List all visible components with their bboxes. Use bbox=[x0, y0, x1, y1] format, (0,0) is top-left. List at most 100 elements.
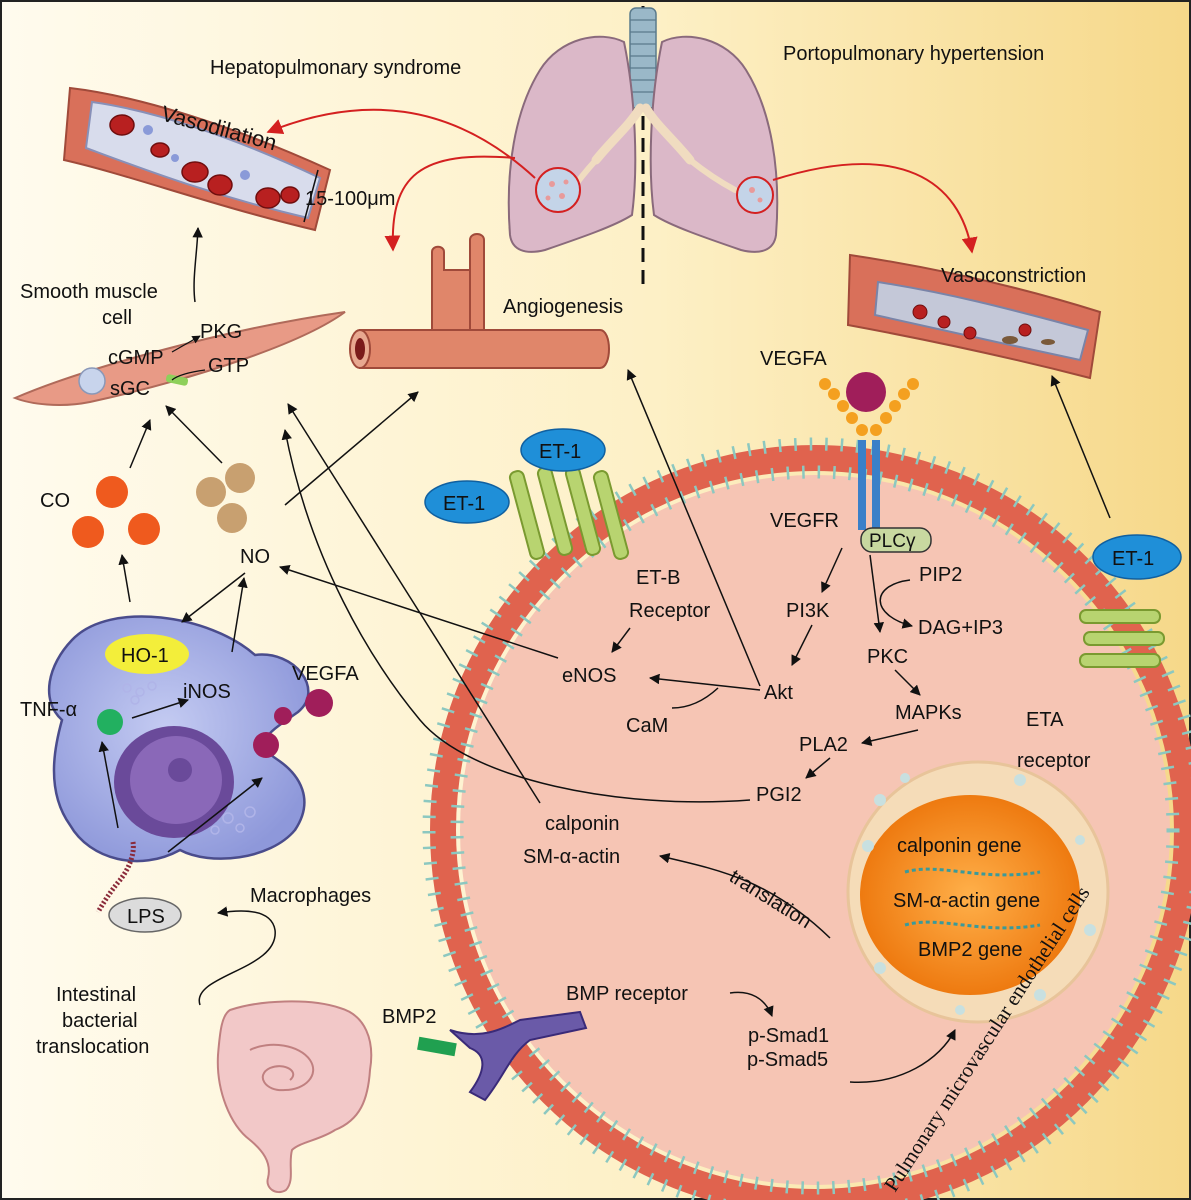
hps-label: Hepatopulmonary syndrome bbox=[210, 57, 461, 79]
et1-label-1: ET-1 bbox=[539, 441, 581, 463]
arrow-ho1-to-co bbox=[118, 553, 131, 603]
cgmp-pkg-arrow bbox=[171, 335, 201, 353]
arrow-intestine-to-lps bbox=[198, 906, 276, 1006]
bmp-receptor bbox=[417, 1010, 588, 1102]
psmad1-label: p-Smad1 bbox=[748, 1025, 829, 1047]
psmad5-label: p-Smad5 bbox=[747, 1049, 828, 1071]
bmp2-label: BMP2 bbox=[382, 1006, 436, 1028]
no-molecules bbox=[196, 463, 255, 533]
sm-actin-gene-label: SM-α-actin gene bbox=[893, 890, 1040, 912]
arrow-pla2-to-pgi2 bbox=[805, 757, 831, 779]
ho1-label: HO-1 bbox=[121, 645, 169, 667]
dag-ip3-label: DAG+IP3 bbox=[918, 617, 1003, 639]
arrow-pip2-to-dag bbox=[879, 579, 914, 629]
arrow-co-to-smc bbox=[129, 419, 152, 469]
lps-oval bbox=[108, 897, 182, 933]
arrow-bmp-to-psmad bbox=[729, 991, 774, 1017]
calponin-label: calponin bbox=[545, 813, 620, 835]
arrow-mapks-to-pla2 bbox=[860, 729, 919, 746]
tnf-alpha-dot bbox=[97, 709, 123, 735]
cam-curve bbox=[671, 687, 719, 709]
arrow-lps-to-tnf bbox=[98, 740, 119, 829]
pla2-label: PLA2 bbox=[799, 734, 848, 756]
dilated-vessel bbox=[62, 86, 332, 232]
arrow-lung-to-vasoconstriction bbox=[772, 163, 978, 254]
akt-label: Akt bbox=[764, 682, 793, 704]
plcg-label: PLCγ bbox=[869, 531, 916, 552]
arrow-etb-to-enos bbox=[611, 627, 631, 653]
macrophages-label: Macrophages bbox=[250, 885, 371, 907]
etb-receptor bbox=[508, 466, 630, 560]
arrow-no-to-vessel bbox=[284, 391, 419, 506]
arrow-plcg-to-pkc bbox=[869, 554, 884, 634]
eta-label-line1: ETA bbox=[1026, 709, 1064, 731]
arrow-lung-to-angiogenesis bbox=[384, 155, 516, 252]
mapks-label: MAPKs bbox=[895, 702, 962, 724]
cgmp-label: cGMP bbox=[108, 347, 164, 369]
no-label: NO bbox=[240, 546, 270, 568]
intestinal-label-line2: bacterial bbox=[62, 1010, 138, 1032]
et1-oval-1 bbox=[520, 428, 606, 472]
sm-actin-label: SM-α-actin bbox=[523, 846, 620, 868]
arrow-tnf-to-inos bbox=[131, 697, 189, 719]
arrow-psmad-to-nucleus bbox=[849, 1029, 956, 1083]
vegfa-macrophage-dots bbox=[253, 689, 333, 758]
angiogenesis-label: Angiogenesis bbox=[503, 296, 623, 318]
pgi2-label: PGI2 bbox=[756, 784, 802, 806]
eta-label-line2: receptor bbox=[1017, 750, 1091, 772]
et1-oval-2 bbox=[424, 480, 510, 524]
gtp-label: GTP bbox=[208, 355, 249, 377]
et1-label-3: ET-1 bbox=[1112, 548, 1154, 570]
arrow-no-to-smc bbox=[165, 405, 223, 464]
tnf-alpha-label: TNF-α bbox=[20, 699, 77, 721]
pkg-label: PKG bbox=[200, 321, 242, 343]
inos-label: iNOS bbox=[183, 681, 231, 703]
vegfa-cell-label: VEGFA bbox=[760, 348, 827, 370]
cam-label: CaM bbox=[626, 715, 668, 737]
arrow-no-to-ho1 bbox=[181, 572, 246, 623]
lps-label: LPS bbox=[127, 906, 165, 928]
nucleus bbox=[846, 760, 1110, 1024]
et1-label-2: ET-1 bbox=[443, 493, 485, 515]
eta-receptor bbox=[1079, 609, 1165, 668]
calponin-gene-label: calponin gene bbox=[897, 835, 1022, 857]
smooth-muscle-label-line1: Smooth muscle bbox=[20, 281, 158, 303]
vasoconstriction-label: Vasoconstriction bbox=[941, 265, 1086, 287]
vegfr-label: VEGFR bbox=[770, 510, 839, 532]
arrow-pi3k-to-akt bbox=[791, 624, 813, 666]
arrow-lps-to-vegfa bbox=[167, 777, 263, 853]
angiogenesis-vessel bbox=[349, 233, 610, 369]
arrow-vegfr-to-pi3k bbox=[821, 547, 843, 593]
bmp-receptor-label: BMP receptor bbox=[566, 983, 688, 1005]
etb-label-line1: ET-B bbox=[636, 567, 680, 589]
arrow-inos-to-no bbox=[231, 576, 248, 653]
arrow-pgi2-to-smc bbox=[281, 428, 751, 803]
plcg-box bbox=[860, 527, 932, 553]
macrophage-cell bbox=[47, 615, 310, 914]
arrow-pkc-to-mapks bbox=[894, 669, 921, 696]
arrow-akt-to-angiogenesis bbox=[626, 369, 761, 687]
arrow-gene-to-translation bbox=[658, 853, 831, 939]
arrow-akt-to-enos bbox=[648, 673, 761, 691]
bmp2-gene-label: BMP2 gene bbox=[918, 939, 1023, 961]
et1-oval-3 bbox=[1092, 534, 1182, 580]
vegf-receptor bbox=[819, 372, 919, 530]
constricted-vessel bbox=[846, 253, 1102, 380]
arrow-smc-to-vasodilation bbox=[192, 226, 203, 303]
intestinal-label-line3: translocation bbox=[36, 1036, 149, 1058]
intestine-illustration bbox=[216, 1000, 373, 1194]
smooth-muscle-label-line2: cell bbox=[102, 307, 132, 329]
pi3k-label: PI3K bbox=[786, 600, 830, 622]
diameter-label: 15-100μm bbox=[305, 188, 395, 210]
arrow-calponin-to-smc bbox=[287, 403, 541, 804]
sgc-label: sGC bbox=[110, 378, 150, 400]
co-molecules bbox=[72, 476, 160, 548]
arrow-et1-to-vasoconstriction bbox=[1050, 375, 1111, 519]
pathway-arrows bbox=[98, 226, 1111, 1083]
intestinal-label-line1: Intestinal bbox=[56, 984, 136, 1006]
enos-label: eNOS bbox=[562, 665, 616, 687]
gtp-curve bbox=[171, 369, 206, 381]
